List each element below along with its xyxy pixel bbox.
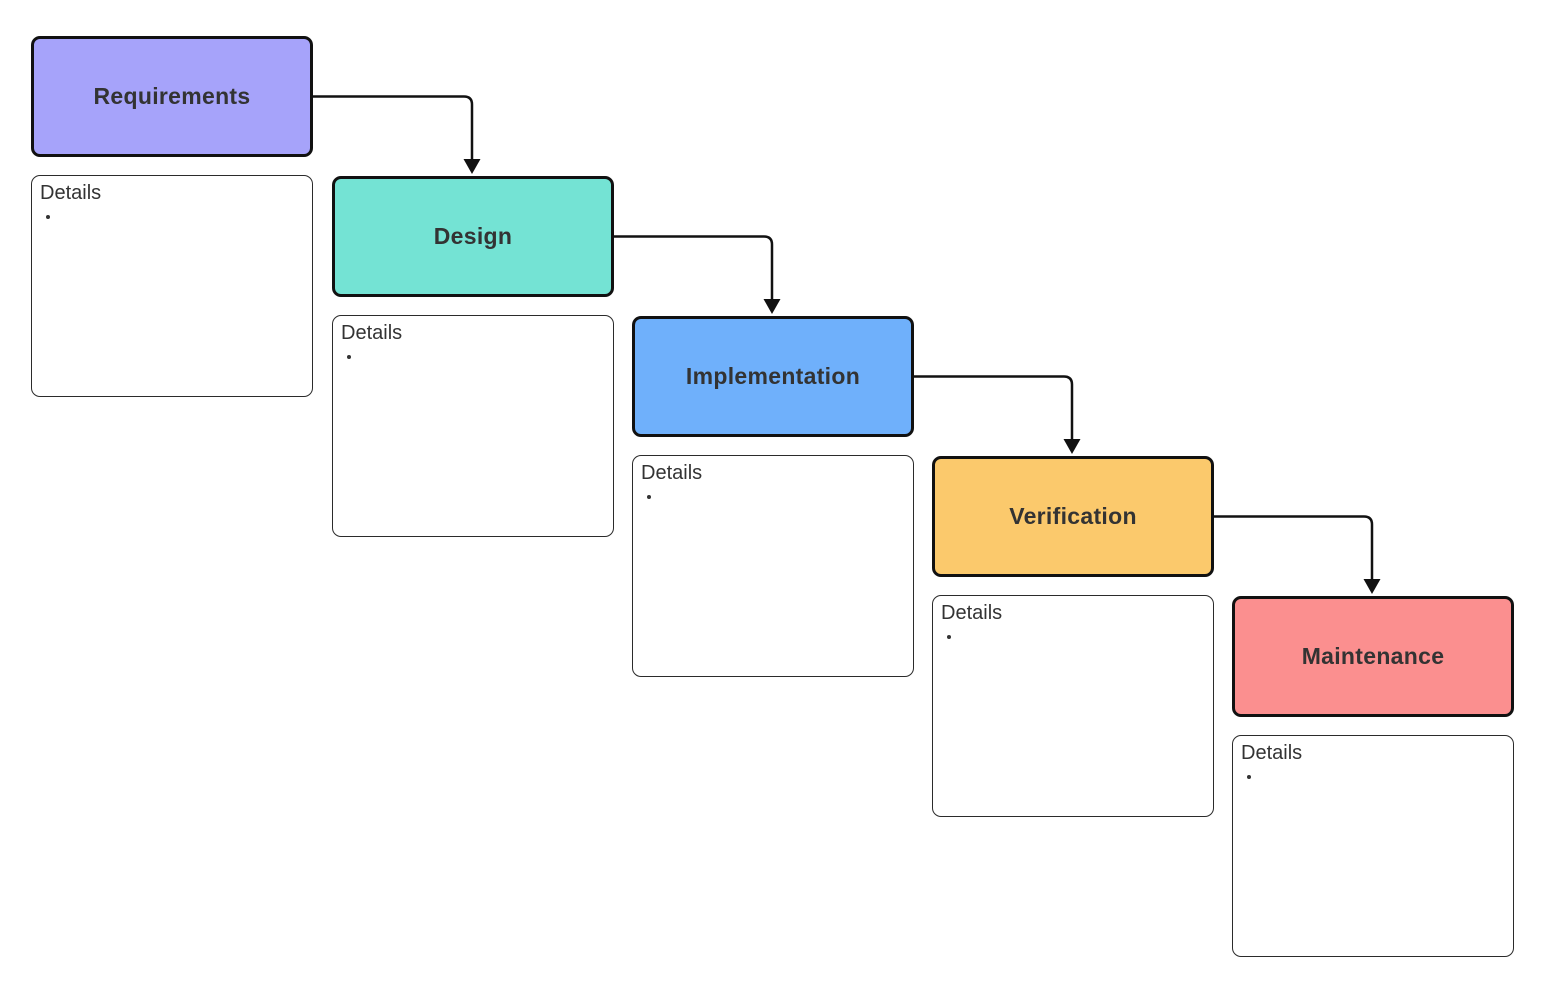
details-bullet bbox=[61, 208, 304, 228]
details-list bbox=[941, 628, 1205, 648]
arrow-verification-to-maintenance bbox=[1214, 515, 1381, 594]
stage-label: Maintenance bbox=[1301, 643, 1445, 669]
stage-box-design[interactable]: Design bbox=[332, 176, 614, 297]
details-box-requirements[interactable]: Details bbox=[31, 175, 313, 397]
stage-label: Verification bbox=[1009, 503, 1137, 529]
details-list bbox=[1241, 768, 1505, 788]
details-bullet bbox=[362, 348, 605, 368]
details-title: Details bbox=[1241, 742, 1303, 764]
details-title: Details bbox=[40, 182, 102, 204]
stage-label: Design bbox=[433, 223, 513, 249]
stage-box-maintenance[interactable]: Maintenance bbox=[1232, 596, 1514, 717]
details-box-design[interactable]: Details bbox=[332, 315, 614, 537]
details-bullet bbox=[662, 488, 905, 508]
details-bullet bbox=[1262, 768, 1505, 788]
stage-box-requirements[interactable]: Requirements bbox=[31, 36, 313, 157]
arrow-requirements-to-design bbox=[313, 95, 481, 174]
details-title: Details bbox=[941, 602, 1003, 624]
details-list bbox=[341, 348, 605, 368]
stage-box-implementation[interactable]: Implementation bbox=[632, 316, 914, 437]
details-list bbox=[40, 208, 304, 228]
arrow-implementation-to-verification bbox=[914, 375, 1081, 454]
stage-label: Requirements bbox=[93, 83, 251, 109]
details-title: Details bbox=[641, 462, 703, 484]
details-box-maintenance[interactable]: Details bbox=[1232, 735, 1514, 957]
stage-box-verification[interactable]: Verification bbox=[932, 456, 1214, 577]
details-bullet bbox=[962, 628, 1205, 648]
details-box-implementation[interactable]: Details bbox=[632, 455, 914, 677]
details-box-verification[interactable]: Details bbox=[932, 595, 1214, 817]
details-title: Details bbox=[341, 322, 403, 344]
stage-label: Implementation bbox=[685, 363, 861, 389]
details-list bbox=[641, 488, 905, 508]
arrow-design-to-implementation bbox=[614, 235, 781, 314]
